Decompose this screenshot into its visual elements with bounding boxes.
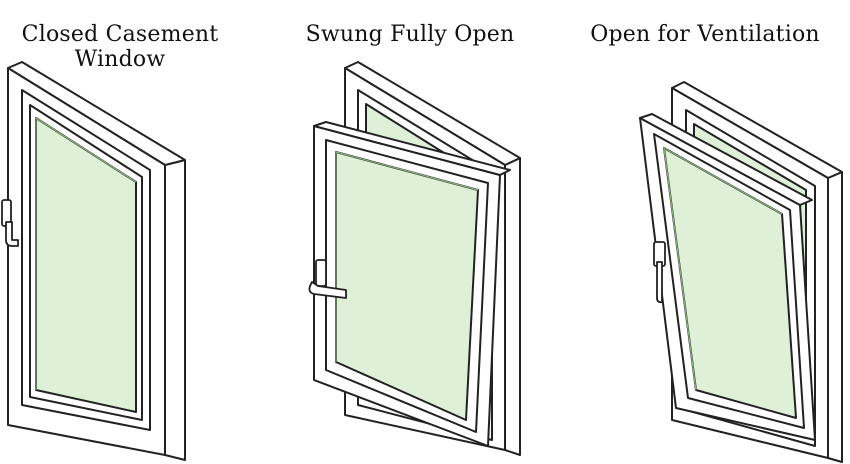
caption-line: Window	[74, 47, 166, 72]
frame-side	[504, 157, 521, 456]
caption-swung-fully-open: Swung Fully Open	[300, 22, 520, 47]
window-handle-icon	[308, 259, 347, 299]
frame-side	[164, 159, 186, 461]
swung-open-window-illustration	[308, 61, 521, 456]
caption-closed-casement-window: Closed Casement Window	[10, 22, 230, 72]
caption-line: Open for Ventilation	[590, 22, 820, 47]
tilt-open-window-illustration	[639, 81, 843, 463]
glass-edge	[663, 147, 783, 391]
window-handle-icon	[653, 241, 666, 304]
caption-open-for-ventilation: Open for Ventilation	[590, 22, 820, 47]
frame-side	[827, 171, 843, 463]
caption-line: Closed Casement	[21, 22, 219, 47]
closed-window-illustration	[1, 61, 186, 461]
sash-top-edge	[639, 113, 813, 206]
glass-edge	[35, 117, 137, 390]
window-handle-icon	[1, 199, 19, 247]
caption-line: Swung Fully Open	[305, 22, 515, 47]
sash-top-edge	[313, 121, 511, 176]
